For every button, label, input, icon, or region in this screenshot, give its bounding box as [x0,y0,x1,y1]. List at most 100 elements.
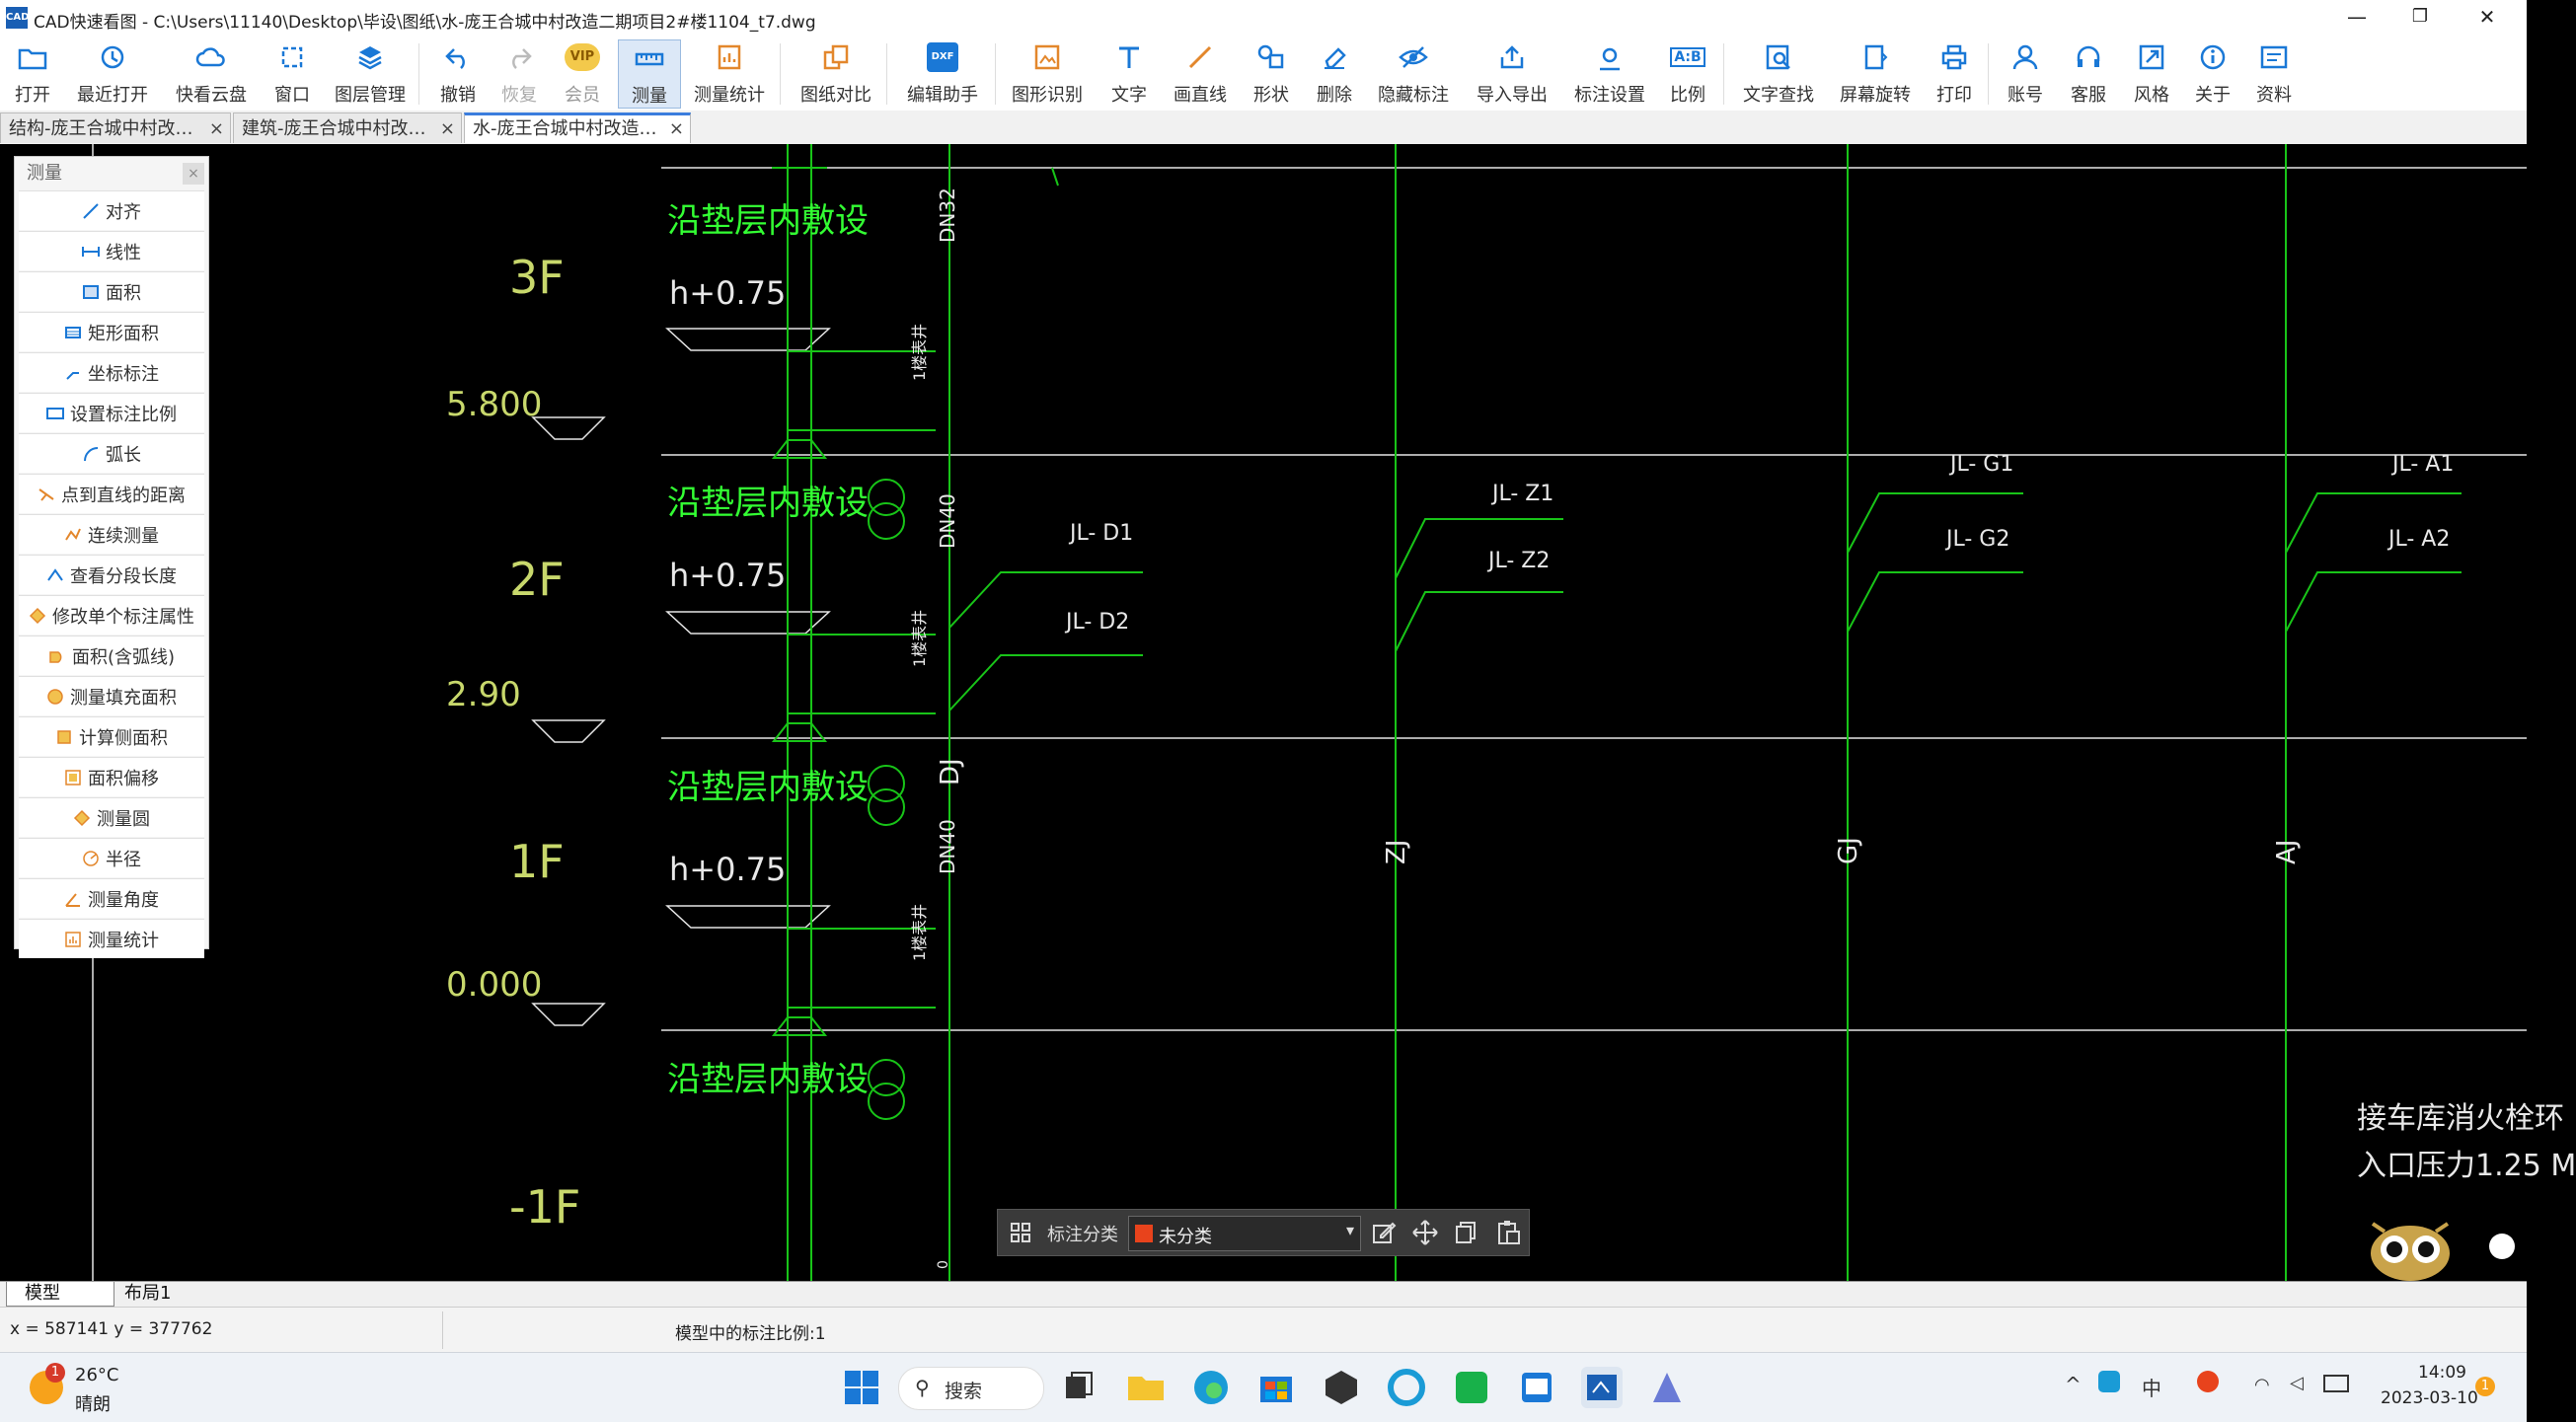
measure-align-item[interactable]: 对齐 [19,190,204,230]
wechat-icon[interactable] [1451,1367,1492,1408]
notes-app-icon[interactable] [1516,1367,1557,1408]
task-view-icon[interactable] [1058,1367,1099,1408]
scale-button[interactable]: A:B 比例 [1668,39,1707,109]
side-tool-icon[interactable] [2489,1234,2515,1259]
segment-length-item[interactable]: 查看分段长度 [19,555,204,594]
doc-tab[interactable]: 建筑-庞王合城中村改…× [233,112,462,143]
window-icon [272,39,312,75]
shape-button[interactable]: 形状 [1250,39,1293,109]
measure-button[interactable]: 测量 [618,39,681,109]
undo-button[interactable]: 撤销 [434,39,482,109]
vip-button[interactable]: VIP 会员 [559,39,606,109]
line-button[interactable]: 画直线 [1171,39,1230,109]
store-icon[interactable] [1255,1367,1297,1408]
mark-settings-button[interactable]: 标注设置 [1571,39,1648,109]
chevron-up-icon[interactable]: ^ [2065,1373,2082,1396]
text-button[interactable]: 文字 [1109,39,1149,109]
coordinate-mark-item[interactable]: 坐标标注 [19,352,204,392]
tab-layout1[interactable]: 布局1 [124,1283,172,1304]
circle-icon [73,809,91,827]
area-offset-item[interactable]: 面积偏移 [19,757,204,796]
clock-date[interactable]: 2023-03-10 [2381,1388,2478,1408]
main-toolbar: 打开 最近打开 快看云盘 窗口 图层管理 撤销 恢复 VIP 会员 测量 测量统… [0,36,2527,112]
side-area-item[interactable]: 计算侧面积 [19,716,204,756]
shape-recog-button[interactable]: 图形识别 [1009,39,1086,109]
rotate-button[interactable]: 屏幕旋转 [1838,39,1913,109]
print-button[interactable]: 打印 [1934,39,1974,109]
cad-viewer-taskbar-icon[interactable] [1581,1367,1623,1408]
doc-tab[interactable]: 结构-庞王合城中村改…× [0,112,231,143]
tab-model[interactable]: 模型 [6,1282,114,1307]
category-select[interactable]: 未分类 ▾ [1128,1216,1361,1251]
measure-angle-item[interactable]: 测量角度 [19,878,204,918]
compare-button[interactable]: 图纸对比 [797,39,874,109]
fill-area-icon [46,688,64,706]
delete-button[interactable]: 删除 [1313,39,1356,109]
text-find-button[interactable]: 文字查找 [1741,39,1816,109]
copy-icon[interactable] [1452,1218,1481,1247]
measure-rect-area-item[interactable]: 矩形面积 [19,312,204,351]
import-export-button[interactable]: 导入导出 [1473,39,1552,109]
measure-stats-item[interactable]: 测量统计 [19,919,204,958]
layers-button[interactable]: 图层管理 [332,39,409,109]
edit-mark-attr-item[interactable]: 修改单个标注属性 [19,595,204,635]
tray-app-icon[interactable] [2098,1371,2120,1392]
close-panel-icon[interactable]: × [183,163,204,185]
sogou-ime-icon[interactable] [2197,1371,2219,1392]
account-button[interactable]: 账号 [2006,39,2045,109]
hide-mark-button[interactable]: 隐藏标注 [1376,39,1451,109]
battery-icon[interactable] [2323,1375,2349,1392]
grid-icon[interactable] [1006,1218,1035,1247]
measure-area-item[interactable]: 面积 [19,271,204,311]
paste-icon[interactable] [1493,1218,1523,1247]
open-button[interactable]: 打开 [6,39,59,109]
area-with-arc-item[interactable]: 面积(含弧线) [19,636,204,675]
service-button[interactable]: 客服 [2069,39,2108,109]
edge-browser-icon[interactable] [1190,1367,1232,1408]
cloud-button[interactable]: 快看云盘 [172,39,251,109]
arc-length-item[interactable]: 弧长 [19,433,204,473]
measure-stats-button[interactable]: 测量统计 [691,39,768,109]
continuous-measure-item[interactable]: 连续测量 [19,514,204,554]
windows-start-icon[interactable] [841,1367,882,1408]
app-cube-icon[interactable] [1321,1367,1362,1408]
edit-helper-button[interactable]: DXF 编辑助手 [900,39,985,109]
file-explorer-icon[interactable] [1125,1367,1167,1408]
close-tab-icon[interactable]: × [439,118,455,139]
style-button[interactable]: 风格 [2132,39,2171,109]
mascot-owl-icon[interactable] [2363,1214,2458,1281]
recent-button[interactable]: 最近打开 [75,39,150,109]
cloud-icon [172,39,251,75]
minimize-button[interactable]: — [2347,5,2367,29]
riser-label: AJ [2272,839,2302,864]
ime-indicator[interactable]: 中 [2142,1377,2161,1400]
point-line-distance-item[interactable]: 点到直线的距离 [19,474,204,513]
ie-browser-icon[interactable] [1386,1367,1427,1408]
edit-icon[interactable] [1369,1218,1399,1247]
close-window-button[interactable]: ✕ [2478,5,2496,29]
set-scale-item[interactable]: 设置标注比例 [19,393,204,432]
volume-icon[interactable]: ◁ [2290,1373,2304,1393]
window-button[interactable]: 窗口 [272,39,312,109]
clock-time[interactable]: 14:09 [2418,1363,2466,1383]
measure-linear-item[interactable]: 线性 [19,231,204,270]
edit-attr-icon [29,607,46,625]
maximize-button[interactable]: ❐ [2411,6,2429,27]
resources-button[interactable]: 资料 [2254,39,2294,109]
move-icon[interactable] [1410,1218,1440,1247]
doc-tab-active[interactable]: 水-庞王合城中村改造…× [464,112,691,143]
close-tab-icon[interactable]: × [208,118,224,139]
notification-badge[interactable]: 1 [2475,1377,2495,1396]
cad-app-a-icon[interactable] [1646,1367,1688,1408]
fill-area-item[interactable]: 测量填充面积 [19,676,204,715]
close-tab-icon[interactable]: × [668,118,684,139]
taskbar-search[interactable]: ⚲ 搜索 [898,1367,1044,1410]
drawing-canvas[interactable]: 3F 2F 1F -1F 5.800 2.90 0.000 h+0.75 h+0… [0,144,2576,1281]
measure-circle-item[interactable]: 测量圆 [19,797,204,837]
about-button[interactable]: 关于 [2193,39,2233,109]
layers-icon [332,39,409,75]
panel-title: 测量× [15,157,208,190]
wifi-icon[interactable]: ◠ [2254,1375,2270,1395]
radius-item[interactable]: 半径 [19,838,204,877]
redo-button[interactable]: 恢复 [495,39,543,109]
